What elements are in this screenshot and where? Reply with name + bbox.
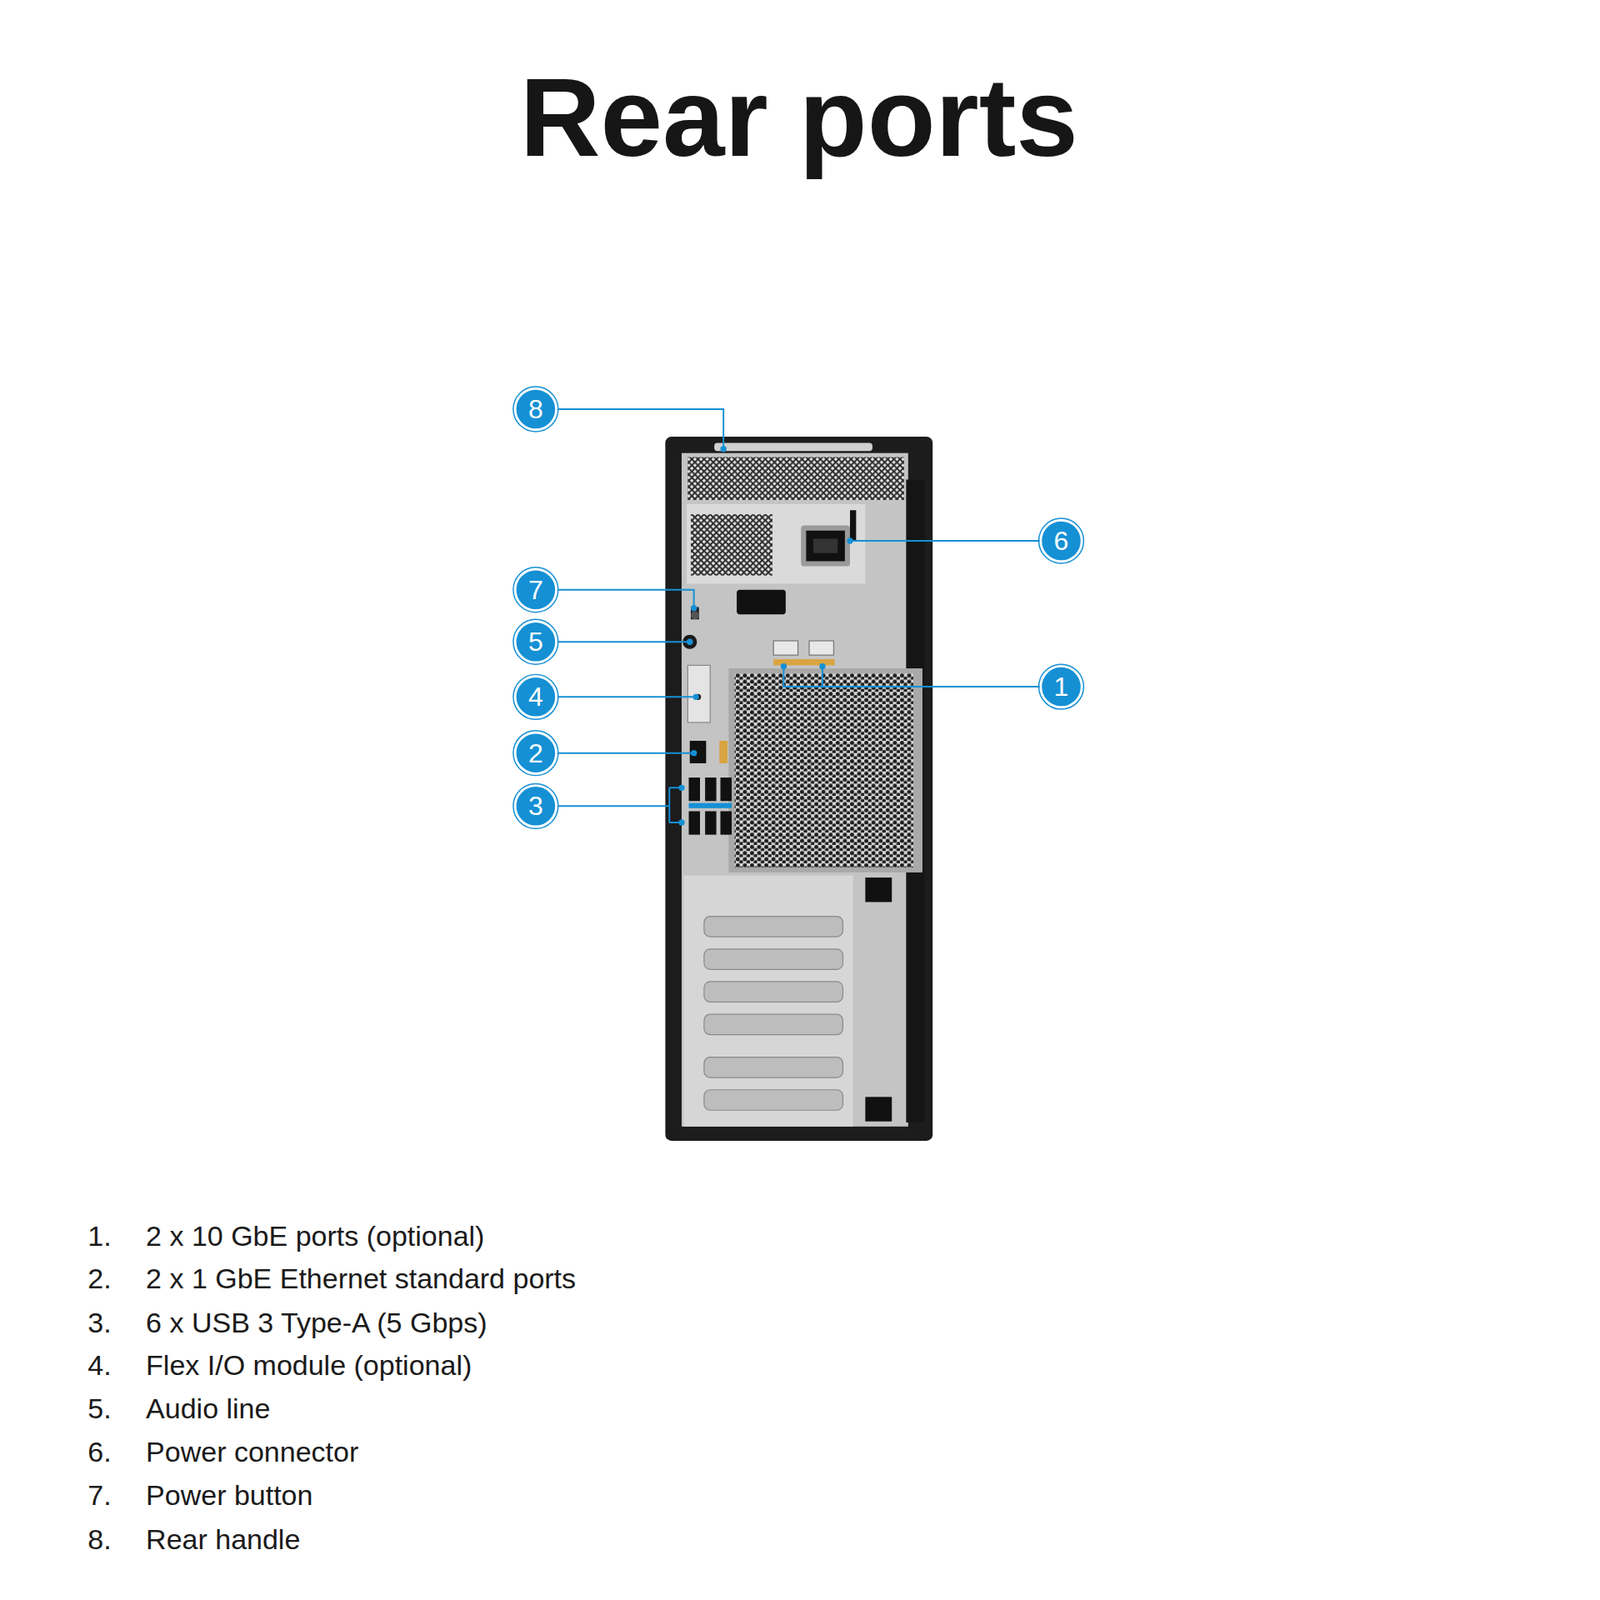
list-text: Audio line [145,1394,270,1423]
list-text: 2 x 10 GbE ports (optional) [145,1221,485,1250]
tower [665,436,933,1141]
list-text: Power button [145,1480,313,1510]
list-number: 5. [87,1394,111,1423]
callout-number: 4 [528,683,544,710]
list-number: 7. [87,1480,111,1510]
leader-dots [678,445,853,826]
callout-number: 3 [528,792,544,820]
list-text: Rear handle [145,1525,300,1554]
list-text: Flex I/O module (optional) [145,1350,472,1380]
callout-number: 6 [1054,527,1070,555]
callout-number: 8 [528,395,544,423]
callout-number: 1 [1054,673,1070,700]
list-text: 6 x USB 3 Type-A (5 Gbps) [145,1308,487,1337]
list-text: Power connector [145,1437,359,1466]
page-title: Rear ports [520,61,1079,174]
list-number: 6. [87,1437,111,1466]
callout-number: 2 [528,740,544,767]
callout-number: 7 [528,576,544,604]
list-number: 3. [87,1308,111,1337]
callout-circles [515,389,1082,827]
callout-rings [513,386,1084,829]
leader-lines [557,409,1040,823]
list-number: 1. [87,1221,111,1250]
list-text: 2 x 1 GbE Ethernet standard ports [145,1264,576,1293]
callout-number: 5 [528,628,544,655]
list-number: 2. [87,1264,111,1293]
list-number: 8. [87,1525,111,1554]
list-number: 4. [87,1350,111,1380]
